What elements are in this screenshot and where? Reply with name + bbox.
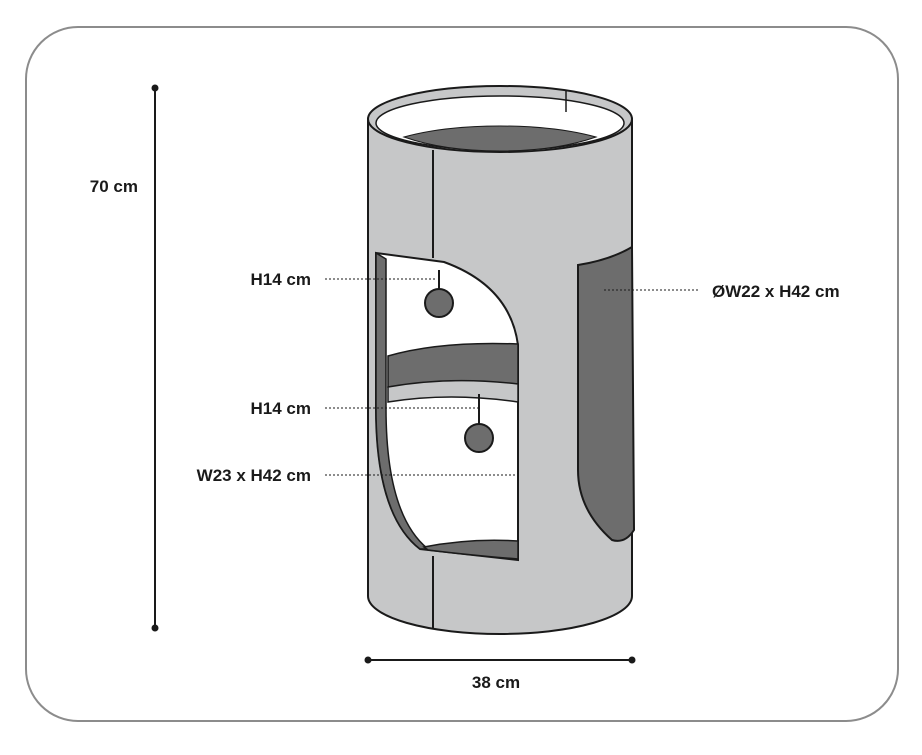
height-dimension-end-top xyxy=(151,84,159,92)
height-dimension: 70 cm xyxy=(90,84,159,632)
height-dimension-label: 70 cm xyxy=(90,177,138,196)
width-dimension-end-right xyxy=(628,656,636,664)
top-toy-ball xyxy=(424,288,454,318)
callout-bottom-toy-label: H14 cm xyxy=(251,399,311,418)
callout-side-opening: ØW22 x H42 cm xyxy=(604,282,840,301)
cat-tower-illustration xyxy=(367,85,636,635)
middle-shelf-base xyxy=(387,379,519,403)
callout-front-opening-label: W23 x H42 cm xyxy=(197,466,311,485)
callout-top-toy: H14 cm xyxy=(251,270,437,289)
callout-top-toy-label: H14 cm xyxy=(251,270,311,289)
top-cushion xyxy=(402,125,598,152)
height-dimension-end-bottom xyxy=(151,624,159,632)
side-opening xyxy=(577,245,636,542)
bottom-floor-cushion xyxy=(422,539,519,560)
width-dimension-label: 38 cm xyxy=(472,673,520,692)
bottom-toy-ball xyxy=(464,423,494,453)
callout-bottom-toy: H14 cm xyxy=(251,399,478,418)
width-dimension: 38 cm xyxy=(364,656,636,692)
callout-side-opening-label: ØW22 x H42 cm xyxy=(712,282,840,301)
width-dimension-end-left xyxy=(364,656,372,664)
callout-front-opening: W23 x H42 cm xyxy=(197,466,517,485)
